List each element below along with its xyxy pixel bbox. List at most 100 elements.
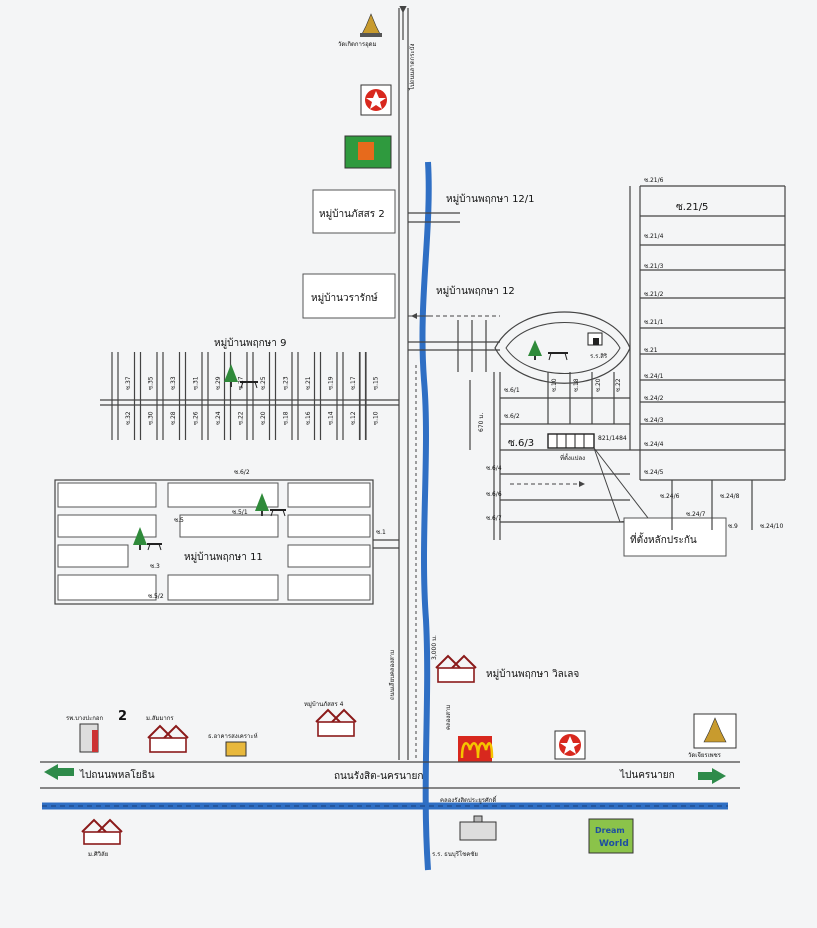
soi-label: ซ.20 bbox=[260, 411, 267, 425]
soi-label: ซ.6/4 bbox=[486, 465, 502, 472]
soi-label: ซ.9 bbox=[728, 523, 738, 530]
store-icon bbox=[344, 135, 392, 169]
dream-world-text-1: Dream bbox=[595, 826, 625, 835]
gas-station-icon bbox=[360, 84, 392, 116]
house-no-label: 821/1484 bbox=[598, 435, 627, 442]
soi-label: ซ.29 bbox=[215, 376, 222, 390]
dream-world-text-2: World bbox=[599, 839, 629, 849]
soi-label: ซ.21/6 bbox=[644, 177, 664, 184]
wat-right-label: วัดเจียรเพชร bbox=[688, 751, 722, 759]
school-bottom-label: ร.ร. ธนบุรีโชคชัย bbox=[432, 850, 478, 858]
soi-label: ซ.6/1 bbox=[504, 387, 520, 394]
soi-label: ซ.21/2 bbox=[644, 291, 664, 298]
tree-icon bbox=[528, 340, 542, 360]
bench-icon bbox=[548, 352, 568, 361]
arrow-left-icon bbox=[44, 764, 74, 780]
pruksa-11-soi-labels: ซ.6/2ซ.5/1ซ.5ซ.3ซ.5/2ซ.1 bbox=[148, 469, 386, 600]
wat-top: วัดเกิดการอุดม bbox=[338, 13, 382, 48]
dist-670-label: 670 ม. bbox=[478, 413, 485, 432]
soi-label: ซ.6/6 bbox=[486, 491, 502, 498]
soi-label: ซ.22 bbox=[238, 411, 245, 425]
moo-worarak: หมู่บ้านวรารักษ์ bbox=[302, 273, 396, 319]
soi-label: ซ.24/7 bbox=[686, 511, 706, 518]
bench-icon bbox=[270, 509, 286, 517]
soi-label: ซ.12 bbox=[350, 411, 357, 425]
bench-icon bbox=[147, 543, 162, 551]
soi-label: ซ.6/2 bbox=[504, 413, 520, 420]
moo-pruksa-9-label: หมู่บ้านพฤกษา 9 bbox=[214, 337, 286, 349]
soi-label: ซ.20 bbox=[595, 378, 602, 392]
moo-pruksa-12: หมู่บ้านพฤกษา 12 bbox=[408, 285, 515, 372]
soi-label: ซ.15 bbox=[373, 376, 380, 390]
gas-station-icon bbox=[554, 730, 586, 760]
school-building-icon bbox=[459, 815, 497, 841]
soi-label: ซ.1 bbox=[376, 529, 386, 536]
collateral-callout-label: ที่ตั้งหลักประกัน bbox=[630, 532, 697, 546]
hospital: รพ.บางปะกอก 2 bbox=[66, 709, 127, 753]
mcdonalds-icon bbox=[458, 736, 494, 762]
soi-label: ซ.24/3 bbox=[644, 417, 664, 424]
collateral-plot bbox=[547, 433, 595, 449]
soi-label: ซ.35 bbox=[148, 376, 155, 390]
temple-icon bbox=[703, 717, 727, 743]
soi-label: ซ.27 bbox=[238, 376, 245, 390]
soi-label: ซ.18 bbox=[283, 411, 290, 425]
soi-label: ซ.24 bbox=[215, 411, 222, 425]
soi-label: ซ.26 bbox=[193, 411, 200, 425]
soi-label: ซ.18 bbox=[573, 378, 580, 392]
univ-samakkhi-label: ม.สัมมากร bbox=[146, 715, 174, 722]
canal-vertical-label: คลองสาม bbox=[445, 705, 452, 730]
tree-icon bbox=[224, 364, 238, 387]
moo-phatsorn4-label: หมู่บ้านภัสสร 4 bbox=[304, 701, 344, 708]
soi-label: ซ.28 bbox=[170, 411, 177, 425]
soi-label: ซ.24/6 bbox=[660, 493, 680, 500]
moo-pruksa-ville-label: หมู่บ้านพฤกษา วิลเลจ bbox=[486, 668, 579, 680]
soi-label: ซ.25 bbox=[260, 376, 267, 390]
soi-label: ซ.16 bbox=[305, 411, 312, 425]
right-grid: ซ.21/5 bbox=[629, 185, 786, 530]
soi-label: ซ.10 bbox=[551, 378, 558, 392]
moo-pruksa-11-label: หมู่บ้านพฤกษา 11 bbox=[184, 551, 263, 563]
pruksa-9-streets bbox=[111, 352, 367, 440]
house-icon bbox=[147, 724, 189, 753]
vertical-road: ไปถนนลาดกระบัง bbox=[398, 6, 416, 760]
soi-label: ซ.30 bbox=[148, 411, 155, 425]
road-6-3-label: ซ.6/3 bbox=[508, 438, 534, 449]
canal-main: คลองรังสิตประยูรศักดิ์ bbox=[42, 795, 728, 810]
soi-label: ซ.19 bbox=[328, 376, 335, 390]
soi-label: ซ.23 bbox=[283, 376, 290, 390]
road-21-5-label: ซ.21/5 bbox=[676, 202, 708, 213]
dream-world: Dream World bbox=[588, 818, 634, 854]
soi-label: ซ.33 bbox=[170, 376, 177, 390]
to-left-label: ไปถนนพหลโยธิน bbox=[79, 768, 155, 781]
moo-pruksa-12-1: หมู่บ้านพฤกษา 12/1 bbox=[408, 193, 535, 223]
soi-label: ซ.5/1 bbox=[232, 509, 248, 516]
soi-label: ซ.6/7 bbox=[486, 515, 502, 522]
tree-icon bbox=[133, 527, 147, 550]
hospital-num: 2 bbox=[118, 709, 127, 724]
hospital-label: รพ.บางปะกอก bbox=[66, 715, 103, 722]
bench-icon bbox=[240, 381, 258, 389]
temple-icon bbox=[360, 13, 382, 37]
univ-bottom-label: ม.ศิวิลัย bbox=[88, 851, 108, 858]
house-icon bbox=[315, 708, 357, 737]
main-road-label: ถนนรังสิต-นครนายก bbox=[334, 771, 423, 782]
soi-label: ซ.24/1 bbox=[644, 373, 664, 380]
univ-bottom: ม.ศิวิลัย bbox=[81, 818, 123, 858]
moo-pruksa-11: หมู่บ้านพฤกษา 11 ซ.6/2ซ.5/1ซ.5ซ.3ซ.5/2ซ.… bbox=[54, 469, 399, 605]
dist-3000-label: 3,000 ม. bbox=[431, 635, 438, 660]
road-canal-label: ถนนเลียบคลองสาม bbox=[388, 650, 396, 700]
canal-main-label: คลองรังสิตประยูรศักดิ์ bbox=[440, 795, 498, 804]
soi-label: ซ.21 bbox=[644, 347, 658, 354]
moo-phatsorn4: หมู่บ้านภัสสร 4 bbox=[304, 701, 357, 737]
soi-label: ซ.31 bbox=[193, 376, 200, 390]
house-icon bbox=[435, 654, 477, 683]
soi-label: ซ.21/1 bbox=[644, 319, 664, 326]
soi-label: ซ.21/4 bbox=[644, 233, 664, 240]
canal-vertical: 3,000 ม. ถนนเลียบคลองสาม คลองสาม bbox=[388, 161, 452, 871]
moo-pruksa-12-label: หมู่บ้านพฤกษา 12 bbox=[436, 285, 515, 297]
house-icon bbox=[81, 818, 123, 845]
plot-no-label: ที่ตั้งแปลง bbox=[560, 452, 585, 462]
univ-samakkhi: ม.สัมมากร bbox=[146, 715, 189, 753]
collateral-callout: ที่ตั้งหลักประกัน bbox=[623, 517, 727, 557]
